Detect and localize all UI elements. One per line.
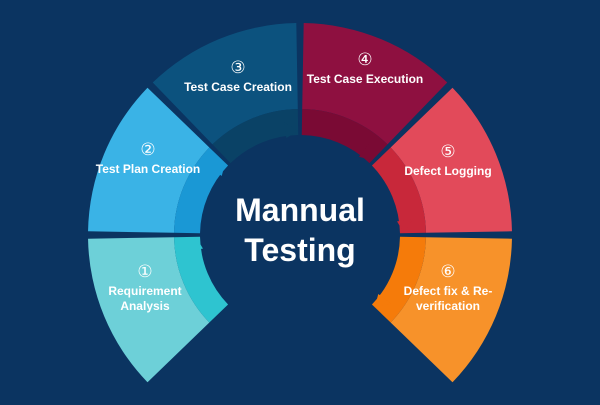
arrow-notch-icon: [374, 293, 392, 308]
segment-outer: [152, 23, 298, 145]
step-label-defect-fix-reverification: ⑥ Defect fix & Re-verification: [388, 262, 508, 314]
title-line-2: Testing: [244, 232, 356, 268]
segment-test-case-creation: [152, 23, 299, 164]
step-text: Test Case Execution: [306, 72, 424, 86]
segment-outer: [88, 237, 210, 383]
step-text: Defect fix & Re-verification: [403, 284, 493, 313]
segment-inner-band: [174, 236, 229, 323]
segment-inner-band: [212, 109, 299, 164]
arrow-notch-icon: [397, 219, 413, 234]
step-label-test-case-creation: ③ Test Case Creation: [178, 58, 298, 95]
segment-outer: [390, 237, 512, 383]
step-number: ④: [357, 50, 373, 69]
step-text: Test Case Creation: [184, 80, 292, 94]
segment-outer: [390, 87, 512, 233]
segment-defect-fix-reverification: [371, 236, 512, 383]
arrow-notch-icon: [208, 162, 226, 177]
segment-requirement-analysis: [88, 236, 229, 383]
segment-outer: [302, 23, 448, 145]
step-number: ⑤: [440, 142, 456, 161]
center-title: Mannual Testing: [200, 190, 400, 270]
segment-inner-band: [371, 147, 426, 234]
arrow-notch-icon: [284, 122, 299, 138]
step-label-requirement-analysis: ① Requirement Analysis: [85, 262, 205, 314]
step-number: ⑥: [440, 262, 456, 281]
title-line-1: Mannual: [235, 192, 365, 228]
step-label-defect-logging: ⑤ Defect Logging: [388, 142, 508, 179]
segment-outer: [88, 87, 210, 233]
segment-defect-logging: [371, 87, 512, 234]
arrow-notch-icon: [358, 143, 373, 161]
step-text: Test Plan Creation: [95, 162, 201, 176]
step-text: Requirement Analysis: [108, 284, 182, 313]
step-number: ③: [230, 58, 246, 77]
arrow-notch-icon: [187, 236, 203, 251]
segment-test-case-execution: [301, 23, 448, 164]
step-label-test-plan-creation: ② Test Plan Creation: [88, 140, 208, 177]
segment-test-plan-creation: [88, 87, 229, 234]
step-text: Defect Logging: [404, 164, 492, 178]
step-number: ②: [140, 140, 156, 159]
step-label-test-case-execution: ④ Test Case Execution: [305, 50, 425, 87]
step-number: ①: [137, 262, 153, 281]
